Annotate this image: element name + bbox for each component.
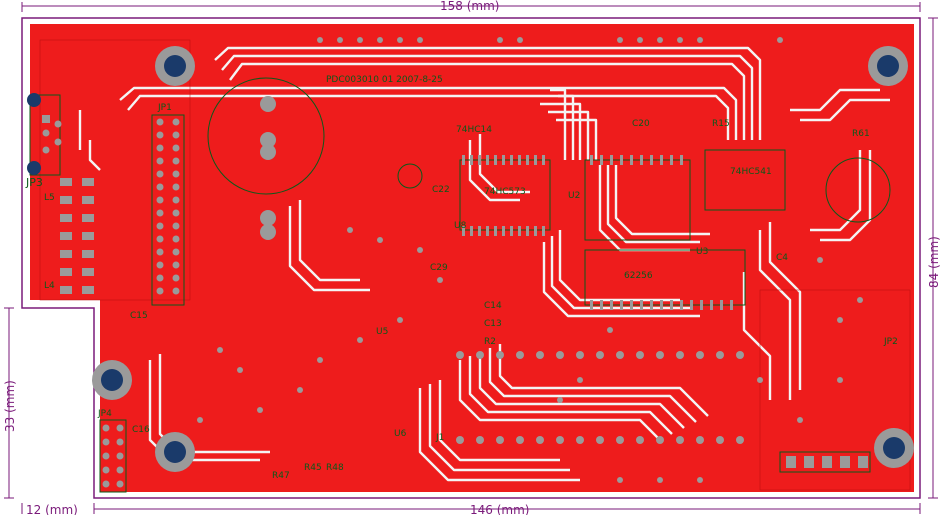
label-j1: J1 <box>435 433 444 443</box>
ic-u3 <box>459 155 551 236</box>
dim-bottom-left-label: 12 (mm) <box>26 503 78 515</box>
dimension-lines <box>4 2 938 514</box>
dim-bottom-label: 146 (mm) <box>470 503 529 515</box>
label-u5: U5 <box>376 327 388 337</box>
label-jp2: JP2 <box>883 337 898 347</box>
label-c4: C4 <box>776 253 788 263</box>
label-c20: C20 <box>632 119 650 129</box>
ic-62256 <box>584 249 746 310</box>
label-r47: R47 <box>272 471 290 481</box>
label-r45: R45 <box>304 463 322 473</box>
header-jp1 <box>151 114 185 306</box>
connector-jp3 <box>27 93 62 176</box>
smd-parts-left <box>60 178 94 294</box>
board-label: PDC003010 01 2007-8-25 <box>326 75 443 85</box>
dim-left-label: 33 (mm) <box>3 380 17 432</box>
header-jp4 <box>99 419 127 493</box>
label-u8: U8 <box>454 221 467 231</box>
label-74hc573: 74HC573 <box>484 187 526 197</box>
dim-top-label: 158 (mm) <box>440 0 499 13</box>
label-u2: U2 <box>568 191 580 201</box>
label-r15: R15 <box>712 119 730 129</box>
label-62256: 62256 <box>624 271 653 281</box>
label-c16: C16 <box>132 425 150 435</box>
copper-pour <box>30 24 914 492</box>
label-jp3: JP3 <box>25 176 43 189</box>
label-c29: C29 <box>430 263 448 273</box>
label-c14: C14 <box>484 301 502 311</box>
label-jp1: JP1 <box>157 103 172 113</box>
label-c22: C22 <box>432 185 450 195</box>
label-r48: R48 <box>326 463 344 473</box>
vias <box>197 37 863 483</box>
dim-right-label: 84 (mm) <box>927 236 940 288</box>
label-74hc14: 74HC14 <box>456 125 492 135</box>
ic-74hc541 <box>704 149 786 211</box>
label-c15: C15 <box>130 311 148 321</box>
label-jp4: JP4 <box>97 409 112 419</box>
label-u6: U6 <box>394 429 407 439</box>
edge-connector-pads <box>456 351 744 444</box>
label-r61: R61 <box>852 129 870 139</box>
label-l4: L4 <box>44 281 55 291</box>
electrolytic-caps <box>207 77 891 223</box>
mounting-holes <box>92 46 914 472</box>
label-74hc541: 74HC541 <box>730 167 772 177</box>
label-l5: L5 <box>44 193 55 203</box>
label-u3: U3 <box>696 247 708 257</box>
cap-pads <box>260 96 276 240</box>
ic-u2 <box>584 155 691 241</box>
label-r2: R2 <box>484 337 496 347</box>
label-c13: C13 <box>484 319 502 329</box>
resistor-strip <box>779 451 871 473</box>
